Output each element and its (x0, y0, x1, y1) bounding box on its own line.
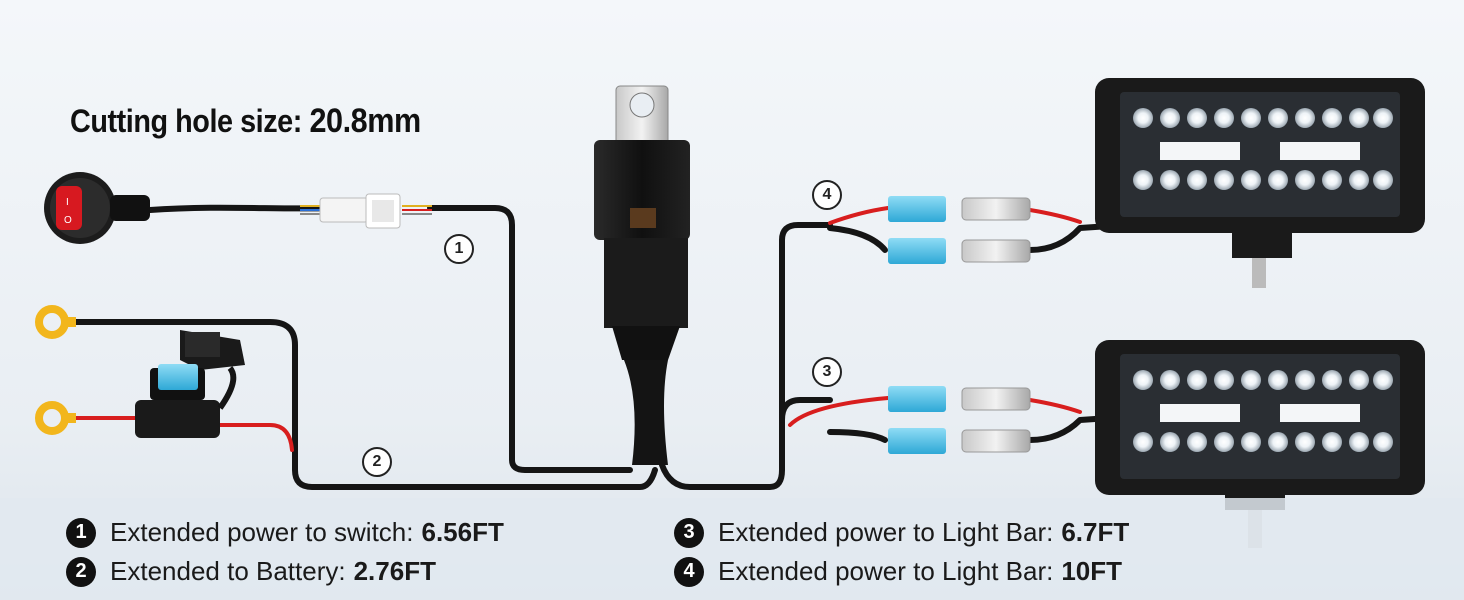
legend-value-2: 2.76FT (353, 556, 436, 586)
legend-number-3: 3 (674, 517, 704, 548)
red-wires (70, 206, 1082, 452)
legend-value-1: 6.56FT (421, 517, 504, 547)
legend-text-1: Extended power to switch: (110, 517, 414, 547)
legend-number-4: 4 (674, 556, 704, 587)
legend-value-3: 6.7FT (1061, 517, 1130, 547)
svg-text:O: O (64, 215, 72, 226)
cutting-hole-size-title: Cutting hole size: 20.8mm (70, 102, 421, 141)
wire-label-1: 1 (444, 234, 474, 264)
svg-text:I: I (66, 197, 69, 208)
rocker-switch: I O (44, 172, 150, 244)
ring-terminal-red (35, 401, 76, 435)
wire-label-2: 2 (362, 447, 392, 477)
light-bar-top (1095, 78, 1425, 288)
legend-value-4: 10FT (1061, 556, 1123, 586)
black-wires (69, 204, 1113, 490)
legend-item-1: 1 Extended power to switch: 6.56FT (66, 517, 504, 548)
legend-footer (0, 498, 1464, 600)
legend-item-4: 4 Extended power to Light Bar: 10FT (674, 556, 1122, 587)
legend-text-4: Extended power to Light Bar: (718, 556, 1054, 586)
switch-plug-connector (319, 193, 401, 229)
fuse-holder (135, 330, 245, 438)
wire-label-4: 4 (812, 180, 842, 210)
relay (594, 85, 690, 465)
legend-text-2: Extended to Battery: (110, 556, 346, 586)
legend-item-3: 3 Extended power to Light Bar: 6.7FT (674, 517, 1129, 548)
title-value: 20.8mm (309, 102, 421, 140)
light-bar-bottom (1095, 340, 1425, 548)
legend-number-2: 2 (66, 556, 96, 587)
connectors-bar-bottom (888, 386, 1031, 454)
connectors-bar-top (888, 196, 1031, 264)
title-label: Cutting hole size: (70, 103, 302, 139)
legend-text-3: Extended power to Light Bar: (718, 517, 1054, 547)
ring-terminal-black (35, 305, 76, 339)
legend-number-1: 1 (66, 517, 96, 548)
legend-item-2: 2 Extended to Battery: 2.76FT (66, 556, 436, 587)
wire-label-3: 3 (812, 357, 842, 387)
